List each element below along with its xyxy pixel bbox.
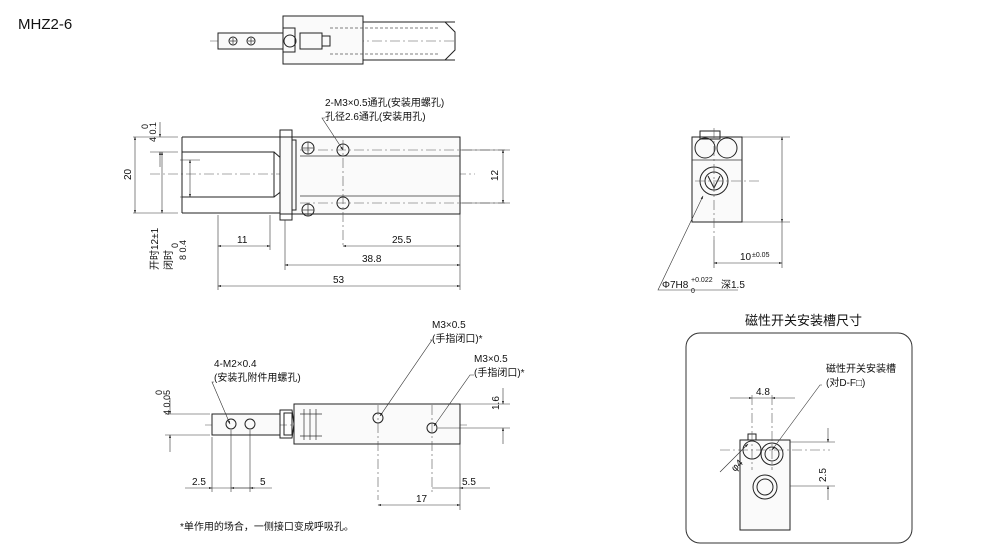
dim-height-20: 20 bbox=[123, 168, 134, 180]
dim-5: 5 bbox=[260, 477, 266, 488]
dim-38-8: 38.8 bbox=[362, 254, 382, 265]
model-title: MHZ2-6 bbox=[18, 16, 72, 33]
thread-note-1: 4-M2×0.4 bbox=[214, 359, 257, 370]
dim-53: 53 bbox=[333, 275, 345, 286]
top-small-view bbox=[210, 15, 456, 65]
main-top-view: 2-M3×0.5通孔(安装用螺孔) 孔径2.6通孔(安装用孔) 20 04 0.… bbox=[123, 96, 510, 290]
hole-note-1: 2-M3×0.5通孔(安装用螺孔) bbox=[325, 96, 444, 109]
switch-panel-frame bbox=[685, 332, 913, 544]
switch-label-2: (对D-F□) bbox=[826, 376, 865, 389]
port-b-note-2: (手指闭口)* bbox=[474, 366, 525, 379]
dim-10-tol: ±0.05 bbox=[752, 252, 770, 259]
dim-closed-8: 08 0.4 bbox=[170, 240, 188, 260]
dim-thickness-4: 04 0.1 bbox=[140, 122, 158, 142]
dim-side-thickness: 04 0.05 bbox=[154, 390, 172, 415]
bore-depth: 深1.5 bbox=[721, 279, 745, 291]
hole-note-2: 孔径2.6通孔(安装用孔) bbox=[325, 110, 426, 123]
bore-tol-lower: 0 bbox=[691, 288, 695, 295]
dim-1-6: 1.6 bbox=[491, 396, 502, 410]
threaded-hole-1 bbox=[225, 418, 237, 430]
end-view: 10 ±0.05 Φ7H8 +0.022 0 深1.5 bbox=[657, 128, 790, 295]
switch-slot-panel: 磁性开关安装槽尺寸 4.8 磁性开关安装槽 (对D-F□) φ4 2.5 bbox=[685, 313, 913, 544]
dim-closed-label: 闭时 bbox=[162, 250, 175, 270]
switch-label-1: 磁性开关安装槽 bbox=[826, 362, 896, 375]
dim-open-12: 开时12±1 bbox=[149, 227, 161, 270]
switch-panel-heading: 磁性开关安装槽尺寸 bbox=[745, 313, 862, 328]
thread-note-2: (安装孔附件用螺孔) bbox=[214, 371, 301, 384]
dim-11: 11 bbox=[237, 235, 248, 246]
mount-hole-lower bbox=[301, 203, 315, 217]
threaded-hole-2 bbox=[244, 418, 256, 430]
port-a-note-1: M3×0.5 bbox=[432, 320, 466, 331]
dim-17: 17 bbox=[416, 494, 428, 505]
bore-tol-upper: +0.022 bbox=[691, 277, 713, 284]
mount-hole-upper bbox=[301, 141, 315, 155]
port-b-note-1: M3×0.5 bbox=[474, 354, 508, 365]
dim-12: 12 bbox=[490, 169, 501, 181]
side-view: 04 0.05 4-M2×0.4 (安装孔附件用螺孔) M3×0.5 (手指闭口… bbox=[154, 320, 525, 533]
bore-label: Φ7H8 bbox=[662, 280, 689, 291]
footnote: *单作用的场合，一侧接口变成呼吸孔。 bbox=[180, 520, 354, 533]
dim-10: 10 bbox=[740, 252, 752, 263]
dim-switch-2-5: 2.5 bbox=[818, 468, 829, 482]
dim-5-5: 5.5 bbox=[462, 477, 476, 488]
dim-2-5: 2.5 bbox=[192, 477, 206, 488]
dim-25-5: 25.5 bbox=[392, 235, 412, 246]
dim-4-8: 4.8 bbox=[756, 387, 770, 398]
port-a-note-2: (手指闭口)* bbox=[432, 332, 483, 345]
